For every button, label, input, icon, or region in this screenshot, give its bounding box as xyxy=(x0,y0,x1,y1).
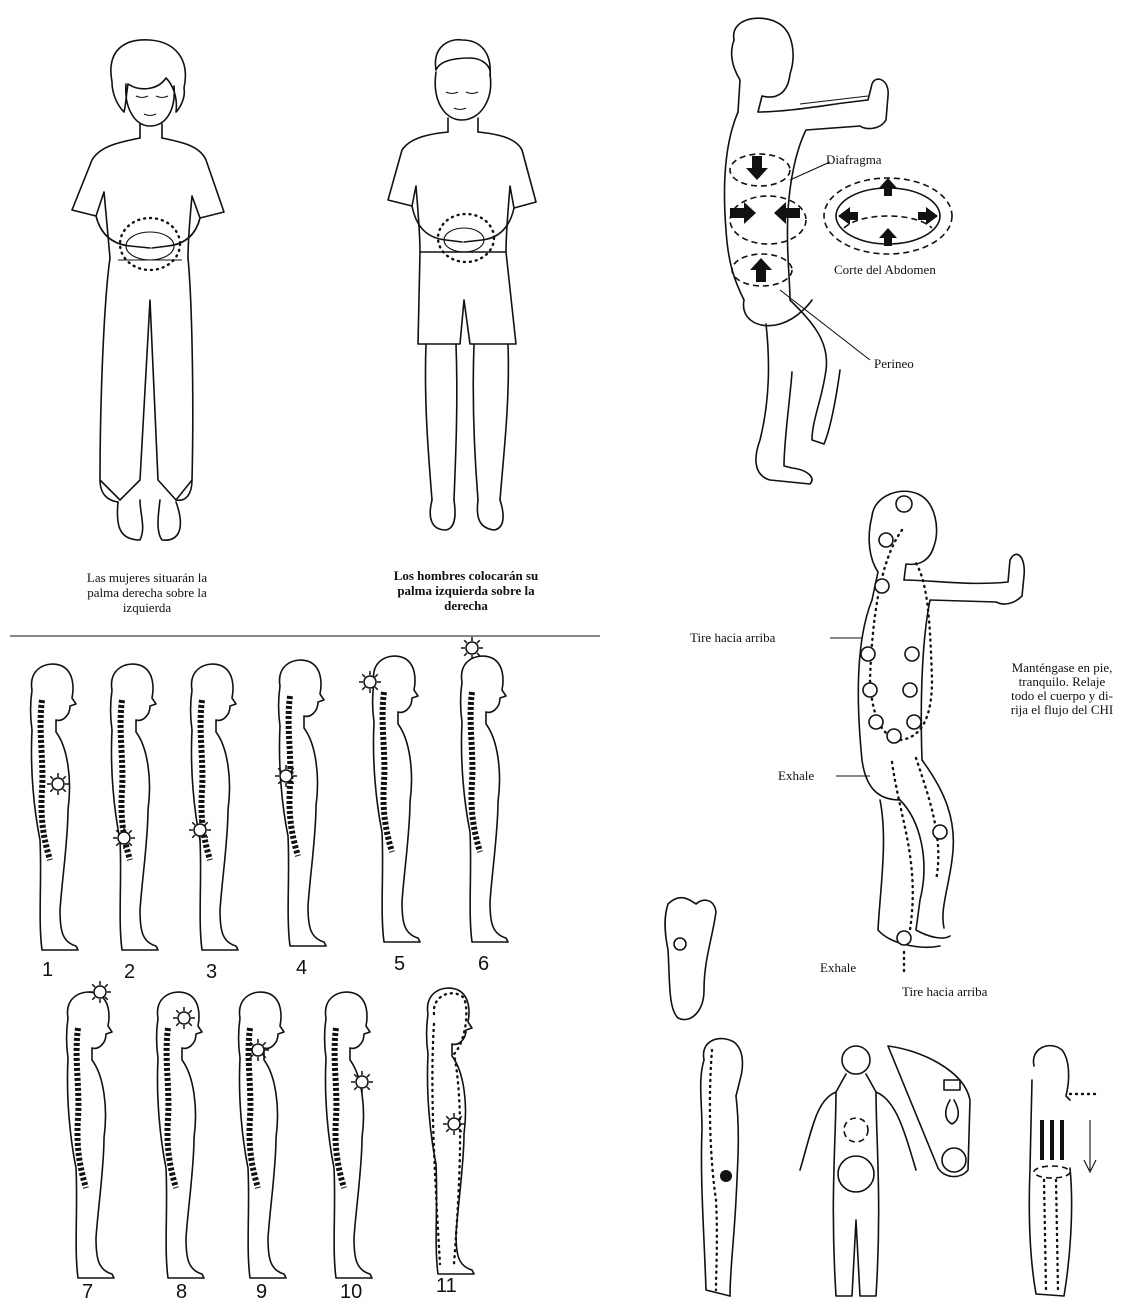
energy-point-icon xyxy=(173,1007,195,1029)
svg-text:6: 6 xyxy=(478,953,489,975)
svg-text:8: 8 xyxy=(176,1281,187,1303)
woman-caption: Las mujeres situarán la palma derecha so… xyxy=(87,570,207,615)
sequence-figure-3 xyxy=(189,664,238,950)
sequence-labels: 1 2 3 4 5 6 7 8 9 10 11 xyxy=(42,953,489,1303)
energy-point-icon xyxy=(359,671,381,693)
man-caption: Los hombres colocarán su palma izquierda… xyxy=(394,568,539,613)
energy-point-icon xyxy=(89,981,111,1003)
sequence-figure-11 xyxy=(427,988,475,1274)
body-outline xyxy=(373,656,421,942)
energy-point-icon xyxy=(189,819,211,841)
svg-text:11: 11 xyxy=(436,1275,457,1297)
man-figure xyxy=(388,40,536,530)
breathing-labels: Diafragma Corte del Abdomen Perineo xyxy=(780,152,936,371)
energy-point-icon xyxy=(351,1071,373,1093)
sequence-figure-1 xyxy=(31,664,79,950)
svg-text:Perineo: Perineo xyxy=(874,356,914,371)
body-outline xyxy=(191,664,239,950)
svg-text:Tire hacia arriba: Tire hacia arriba xyxy=(690,630,776,645)
svg-text:4: 4 xyxy=(296,957,307,979)
svg-text:10: 10 xyxy=(340,1281,362,1303)
abdomen-section-diagram xyxy=(824,178,952,254)
spine xyxy=(471,692,480,852)
body-outline xyxy=(67,992,115,1278)
svg-text:7: 7 xyxy=(82,1281,93,1303)
svg-text:derecha: derecha xyxy=(444,598,488,613)
svg-text:1: 1 xyxy=(42,959,53,981)
sequence-figure-7 xyxy=(67,981,115,1278)
bottom-side-figure xyxy=(701,1039,743,1296)
spine xyxy=(335,1028,344,1188)
spine xyxy=(167,1028,176,1188)
energy-point-icon xyxy=(275,765,297,787)
sequence-figure-10 xyxy=(325,992,374,1278)
svg-text:palma izquierda sobre la: palma izquierda sobre la xyxy=(397,583,535,598)
sequence-figure-2 xyxy=(111,664,159,950)
body-outline xyxy=(325,992,373,1278)
svg-text:Exhale: Exhale xyxy=(778,768,814,783)
svg-text:palma derecha sobre la: palma derecha sobre la xyxy=(87,585,207,600)
svg-text:3: 3 xyxy=(206,961,217,983)
svg-text:izquierda: izquierda xyxy=(123,600,172,615)
sequence-figure-4 xyxy=(275,660,326,946)
energy-point-icon xyxy=(113,827,135,849)
sequence-figure-9 xyxy=(239,992,287,1278)
svg-text:tranquilo. Relaje: tranquilo. Relaje xyxy=(1019,674,1106,689)
svg-text:Diafragma: Diafragma xyxy=(826,152,882,167)
svg-text:Tire hacia arriba: Tire hacia arriba xyxy=(902,984,988,999)
svg-text:Las mujeres situarán la: Las mujeres situarán la xyxy=(87,570,207,585)
svg-text:rija el flujo del CHI: rija el flujo del CHI xyxy=(1011,702,1114,717)
svg-text:Exhale: Exhale xyxy=(820,960,856,975)
spine xyxy=(41,700,50,860)
sequence-figure-5 xyxy=(359,656,420,942)
chi-flow-figure xyxy=(858,491,1024,947)
bottom-front-figure xyxy=(800,1046,970,1296)
energy-point-icon xyxy=(247,1039,269,1061)
bottom-legs-figure xyxy=(1029,1046,1100,1296)
svg-text:Corte del Abdomen: Corte del Abdomen xyxy=(834,262,936,277)
svg-text:5: 5 xyxy=(394,953,405,975)
foot-sole-drawing xyxy=(665,898,716,1020)
svg-text:Los hombres colocarán su: Los hombres colocarán su xyxy=(394,568,539,583)
energy-point-icon xyxy=(443,1113,465,1135)
body-outline xyxy=(279,660,327,946)
body-outline xyxy=(157,992,205,1278)
svg-text:9: 9 xyxy=(256,1281,267,1303)
body-outline xyxy=(31,664,79,950)
spine xyxy=(383,692,392,852)
svg-text:2: 2 xyxy=(124,961,135,983)
svg-text:Manténgase en pie,: Manténgase en pie, xyxy=(1012,660,1113,675)
sequence-figure-8 xyxy=(157,992,205,1278)
spine xyxy=(77,1028,86,1188)
sequence-figure-6 xyxy=(461,637,509,942)
energy-point-icon xyxy=(47,773,69,795)
spine-sequence xyxy=(31,637,509,1278)
woman-figure xyxy=(72,40,224,540)
body-outline xyxy=(111,664,159,950)
body-outline xyxy=(461,656,509,942)
body-outline xyxy=(239,992,287,1278)
energy-point-icon xyxy=(461,637,483,659)
svg-text:todo el cuerpo y di-: todo el cuerpo y di- xyxy=(1011,688,1113,703)
